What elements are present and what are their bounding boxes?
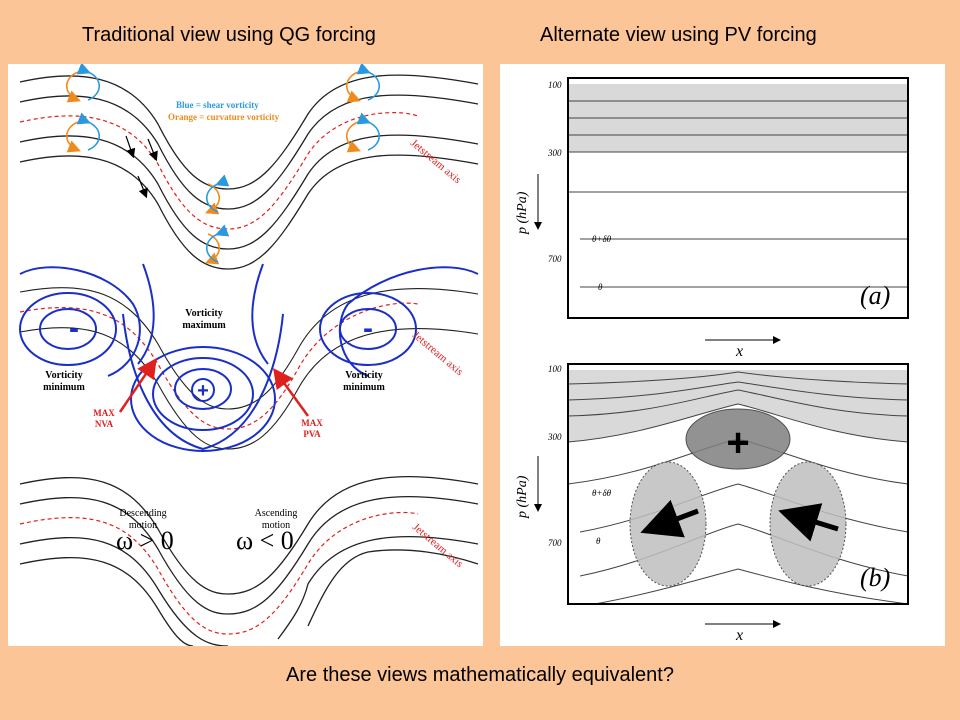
pv-forcing-svg: 100 300 700 θ+δθ θ p (hPa) (a) x + 100 [515,77,909,644]
descending-label-1: Descending [119,508,166,519]
bottom-streamlines [19,475,479,646]
y-axis-label-b: p (hPa) [515,475,530,519]
max-pva-arrow [273,367,310,417]
frame-b [567,363,909,605]
legend-shear: Blue = shear vorticity [176,100,259,110]
vorticity-arrows-top [65,64,381,265]
induced-circulation-right [769,461,847,587]
flow-arrow-right [778,503,839,542]
omega-negative: ω < 0 [236,526,294,555]
bottom-jet-axis [19,511,419,635]
jet-label-bottom: Jetstream axis [410,521,465,570]
omega-positive: ω > 0 [116,526,174,555]
qg-forcing-diagram: Blue = shear vorticity Orange = curvatur… [8,64,483,646]
flow-arrow-left [640,499,699,538]
vort-min-left-1: Vorticity [45,370,82,381]
title-qg-view: Traditional view using QG forcing [82,24,376,46]
max-nva-label-2: NVA [95,419,114,429]
max-pva-label-2: PVA [303,429,321,439]
plus-sign-pv: + [726,421,749,465]
plus-sign-vort-max: + [197,380,209,402]
vort-max-label-2: maximum [182,320,226,331]
panel-b: + 100 300 700 θ+δθ θ p (hPa) (b) x [515,363,909,644]
jet-label-mid: Jetstream axis [410,329,465,378]
theta-dtheta-b: θ+δθ [592,488,612,498]
x-axis-label-a: x [735,343,743,360]
theta-a: θ [598,282,603,292]
descending-label-2: motion [129,520,157,531]
theta-dtheta-a: θ+δθ [592,234,612,244]
y-axis-label-a: p (hPa) [515,191,530,235]
equivalence-question: Are these views mathematically equivalen… [286,664,674,686]
qg-forcing-svg: Blue = shear vorticity Orange = curvatur… [19,64,479,646]
max-nva-arrow [118,357,157,413]
title-pv-view: Alternate view using PV forcing [540,24,817,46]
tick-700-a: 700 [548,254,562,264]
flow-arrows [125,135,158,199]
max-nva-label-1: MAX [93,408,115,418]
theta-b: θ [596,536,601,546]
tick-300-a: 300 [547,148,562,158]
stratosphere-band-b [568,370,908,442]
vort-min-left-2: minimum [43,382,85,393]
vort-max-label-1: Vorticity [185,308,222,319]
tick-700-b: 700 [548,538,562,548]
x-axis-label-b: x [735,627,743,644]
ascending-label-2: motion [262,520,290,531]
vort-min-right-2: minimum [343,382,385,393]
frame-a [567,77,909,319]
vorticity-contours [19,263,479,452]
vort-min-right-1: Vorticity [345,370,382,381]
minus-sign-right: - [363,312,373,345]
ascending-label-1: Ascending [255,508,298,519]
jet-label-top: Jetstream axis [408,137,463,186]
legend-curvature: Orange = curvature vorticity [168,112,280,122]
label-b: (b) [860,563,890,592]
max-pva-label-1: MAX [301,418,323,428]
label-a: (a) [860,281,890,310]
tick-300-b: 300 [547,432,562,442]
pv-anomaly-positive [685,408,791,470]
tick-100-a: 100 [548,80,562,90]
top-jet-axis [19,112,419,230]
panel-a: 100 300 700 θ+δθ θ p (hPa) (a) x [515,77,909,360]
minus-sign-left: - [69,312,79,345]
pv-forcing-diagram: 100 300 700 θ+δθ θ p (hPa) (a) x + 100 [500,64,945,646]
mid-jet-axis [19,302,419,430]
tick-100-b: 100 [548,364,562,374]
